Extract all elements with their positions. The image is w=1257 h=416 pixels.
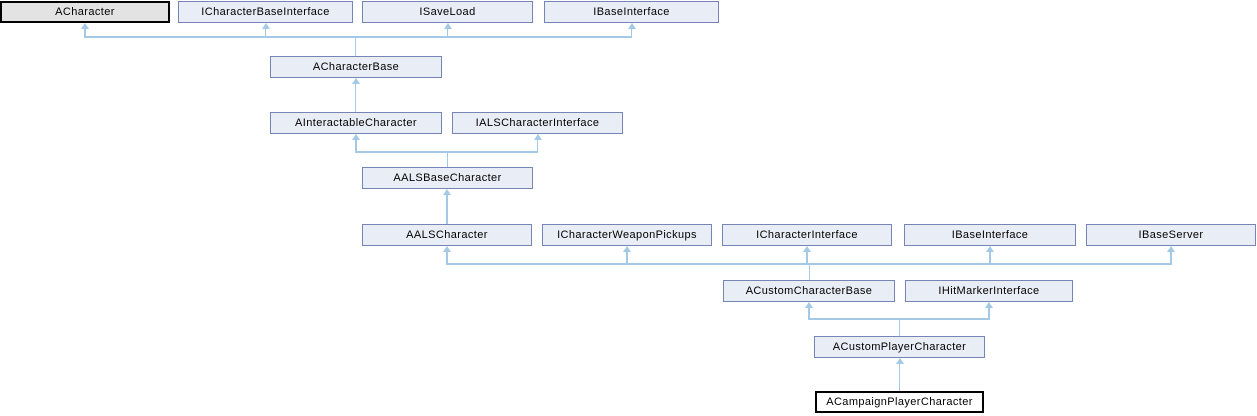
edge-line — [808, 263, 810, 280]
node-icharacterbaseinterface[interactable]: ICharacterBaseInterface — [178, 1, 353, 23]
node-icharacterweaponpickups[interactable]: ICharacterWeaponPickups — [542, 224, 712, 246]
edge-line — [806, 249, 808, 265]
edge-line — [536, 137, 539, 153]
edge-line — [630, 26, 633, 38]
node-acharacter: ACharacter — [0, 1, 170, 23]
node-acampaignplayercharacter: ACampaignPlayerCharacter — [815, 391, 984, 413]
edge-line — [354, 36, 357, 56]
node-acustomcharacterbase[interactable]: ACustomCharacterBase — [723, 280, 895, 302]
edge-line — [1170, 249, 1172, 265]
node-acharacterbase[interactable]: ACharacterBase — [270, 56, 442, 78]
node-ialscharacterinterface[interactable]: IALSCharacterInterface — [452, 112, 623, 134]
edge-line — [898, 318, 901, 336]
edge-line — [446, 26, 449, 38]
edge-line — [626, 249, 628, 265]
edge-line — [355, 137, 357, 153]
node-aalsbasecharacter[interactable]: AALSBaseCharacter — [362, 167, 533, 189]
node-ibaseinterface-top[interactable]: IBaseInterface — [544, 1, 719, 23]
node-isaveload[interactable]: ISaveLoad — [362, 1, 533, 23]
edge-line — [446, 192, 448, 224]
node-acustomplayercharacter[interactable]: ACustomPlayerCharacter — [814, 336, 985, 358]
edge-line — [446, 151, 449, 167]
edge-line — [84, 26, 86, 38]
node-icharacterinterface[interactable]: ICharacterInterface — [722, 224, 892, 246]
edge-line — [808, 305, 810, 320]
node-aalscharacter[interactable]: AALSCharacter — [362, 224, 532, 246]
node-ibaseinterface-mid[interactable]: IBaseInterface — [904, 224, 1076, 246]
node-ibaseserver[interactable]: IBaseServer — [1086, 224, 1256, 246]
edge-line — [85, 36, 632, 38]
node-ihitmarkerinterface[interactable]: IHitMarkerInterface — [905, 280, 1073, 302]
edge-line — [898, 361, 901, 391]
edge-line — [989, 249, 991, 265]
node-ainteractablecharacter[interactable]: AInteractableCharacter — [270, 112, 442, 134]
edge-line — [446, 249, 448, 265]
edge-line — [988, 305, 990, 320]
edge-line — [264, 26, 267, 38]
edge-line — [354, 81, 357, 112]
